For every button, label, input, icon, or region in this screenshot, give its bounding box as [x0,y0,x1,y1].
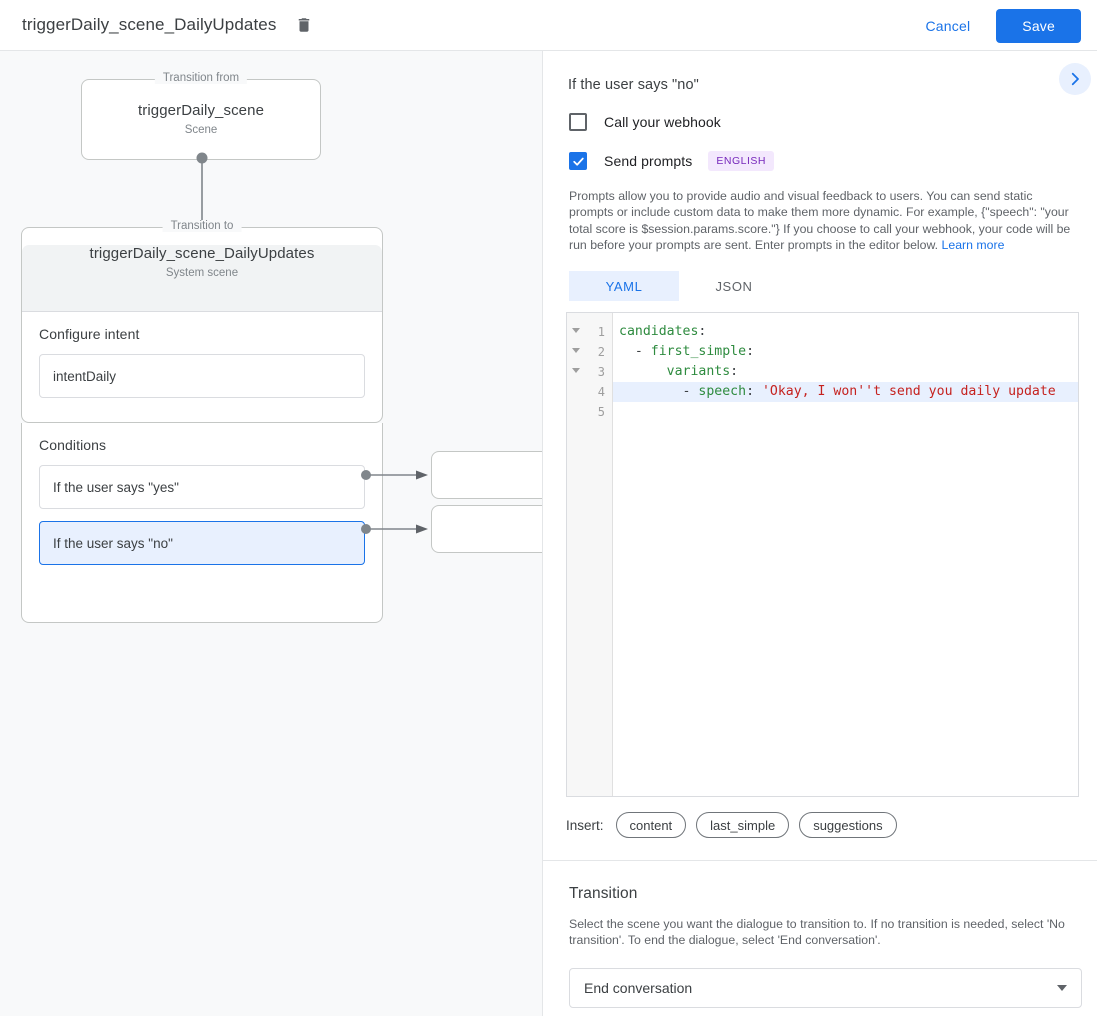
code-line: variants: [666,364,739,379]
format-tabs: YAML JSON [543,271,1097,302]
transition-select-value: End conversation [584,979,693,996]
condition-item-no[interactable]: If the user says "no" [39,521,365,565]
node-from-legend: Transition from [154,72,248,84]
line-number: 2 [567,342,612,362]
chevron-down-icon [1057,984,1067,991]
send-prompts-label: Send prompts [604,153,693,169]
learn-more-link[interactable]: Learn more [941,237,1005,252]
line-number: 5 [597,405,605,419]
call-webhook-checkbox[interactable] [569,113,587,131]
fold-triangle-icon[interactable] [572,368,580,373]
line-number: 4 [597,385,605,399]
save-button[interactable]: Save [996,8,1081,43]
top-bar: triggerDaily_scene_DailyUpdates Cancel S… [0,0,1097,51]
section-divider [543,860,1097,861]
node-transition-from[interactable]: Transition from triggerDaily_scene Scene [81,72,321,160]
chevron-right-icon[interactable] [1059,63,1091,95]
transition-select[interactable]: End conversation [569,967,1082,1008]
fold-triangle-icon[interactable] [572,328,580,333]
top-bar-actions: Cancel Save [914,0,1081,51]
node-transition-to[interactable]: Transition to triggerDaily_scene_DailyUp… [21,220,383,423]
line-number: 1 [567,322,612,342]
panel-header: If the user says "no" [543,51,1097,95]
send-prompts-checkbox[interactable] [569,152,587,170]
prompts-description: Prompts allow you to provide audio and v… [569,188,1079,253]
fold-triangle-icon[interactable] [572,348,580,353]
code-line: candidates: [619,324,707,339]
node-target-yes[interactable] [431,451,542,499]
code-line: - speech: 'Okay, I won''t send you daily… [613,382,1078,402]
webhook-row[interactable]: Call your webhook [543,113,1097,131]
configure-intent-label: Configure intent [39,326,140,342]
conditions-label: Conditions [39,437,107,453]
transition-section: Transition Select the scene you want the… [543,861,1097,1008]
call-webhook-label: Call your webhook [604,114,721,130]
cancel-button[interactable]: Cancel [914,10,983,42]
node-to-header: triggerDaily_scene_DailyUpdates System s… [22,245,382,312]
prompts-description-text: Prompts allow you to provide audio and v… [569,189,1071,252]
conditions-section: Conditions If the user says "yes" If the… [21,423,383,623]
edge-condition-no [361,524,428,534]
node-to-title: triggerDaily_scene_DailyUpdates [89,245,315,262]
send-prompts-row[interactable]: Send prompts ENGLISH [543,151,1097,171]
condition-item-yes[interactable]: If the user says "yes" [39,465,365,509]
node-to-subtitle: System scene [165,267,239,279]
transition-title: Transition [569,885,638,902]
graph-canvas[interactable]: Transition from triggerDaily_scene Scene… [0,51,542,1016]
tab-yaml[interactable]: YAML [569,271,679,302]
insert-chip-suggestions[interactable]: suggestions [799,812,897,838]
transition-description: Select the scene you want the dialogue t… [569,917,1065,948]
intent-field[interactable]: intentDaily [39,354,365,398]
insert-chip-last-simple[interactable]: last_simple [696,812,790,838]
node-to-legend: Transition to [162,220,242,232]
edge-condition-yes [361,470,428,480]
node-from-subtitle: Scene [184,124,218,136]
configure-intent-section: Configure intent intentDaily [22,312,382,414]
language-badge: ENGLISH [708,151,774,171]
page-title: triggerDaily_scene_DailyUpdates [22,15,277,34]
node-target-no[interactable] [431,505,542,553]
line-number: 3 [567,362,612,382]
code-line [613,402,1078,422]
insert-row: Insert: content last_simple suggestions [566,812,897,838]
panel-title: If the user says "no" [568,77,699,93]
insert-label: Insert: [566,817,604,833]
node-from-title: triggerDaily_scene [137,102,265,119]
insert-chip-content[interactable]: content [615,812,687,838]
trash-icon[interactable] [292,13,316,37]
tab-json[interactable]: JSON [715,278,753,294]
editor-code-area[interactable]: candidates: - first_simple: variants: - … [613,313,1078,796]
code-line: - first_simple: [634,344,755,359]
